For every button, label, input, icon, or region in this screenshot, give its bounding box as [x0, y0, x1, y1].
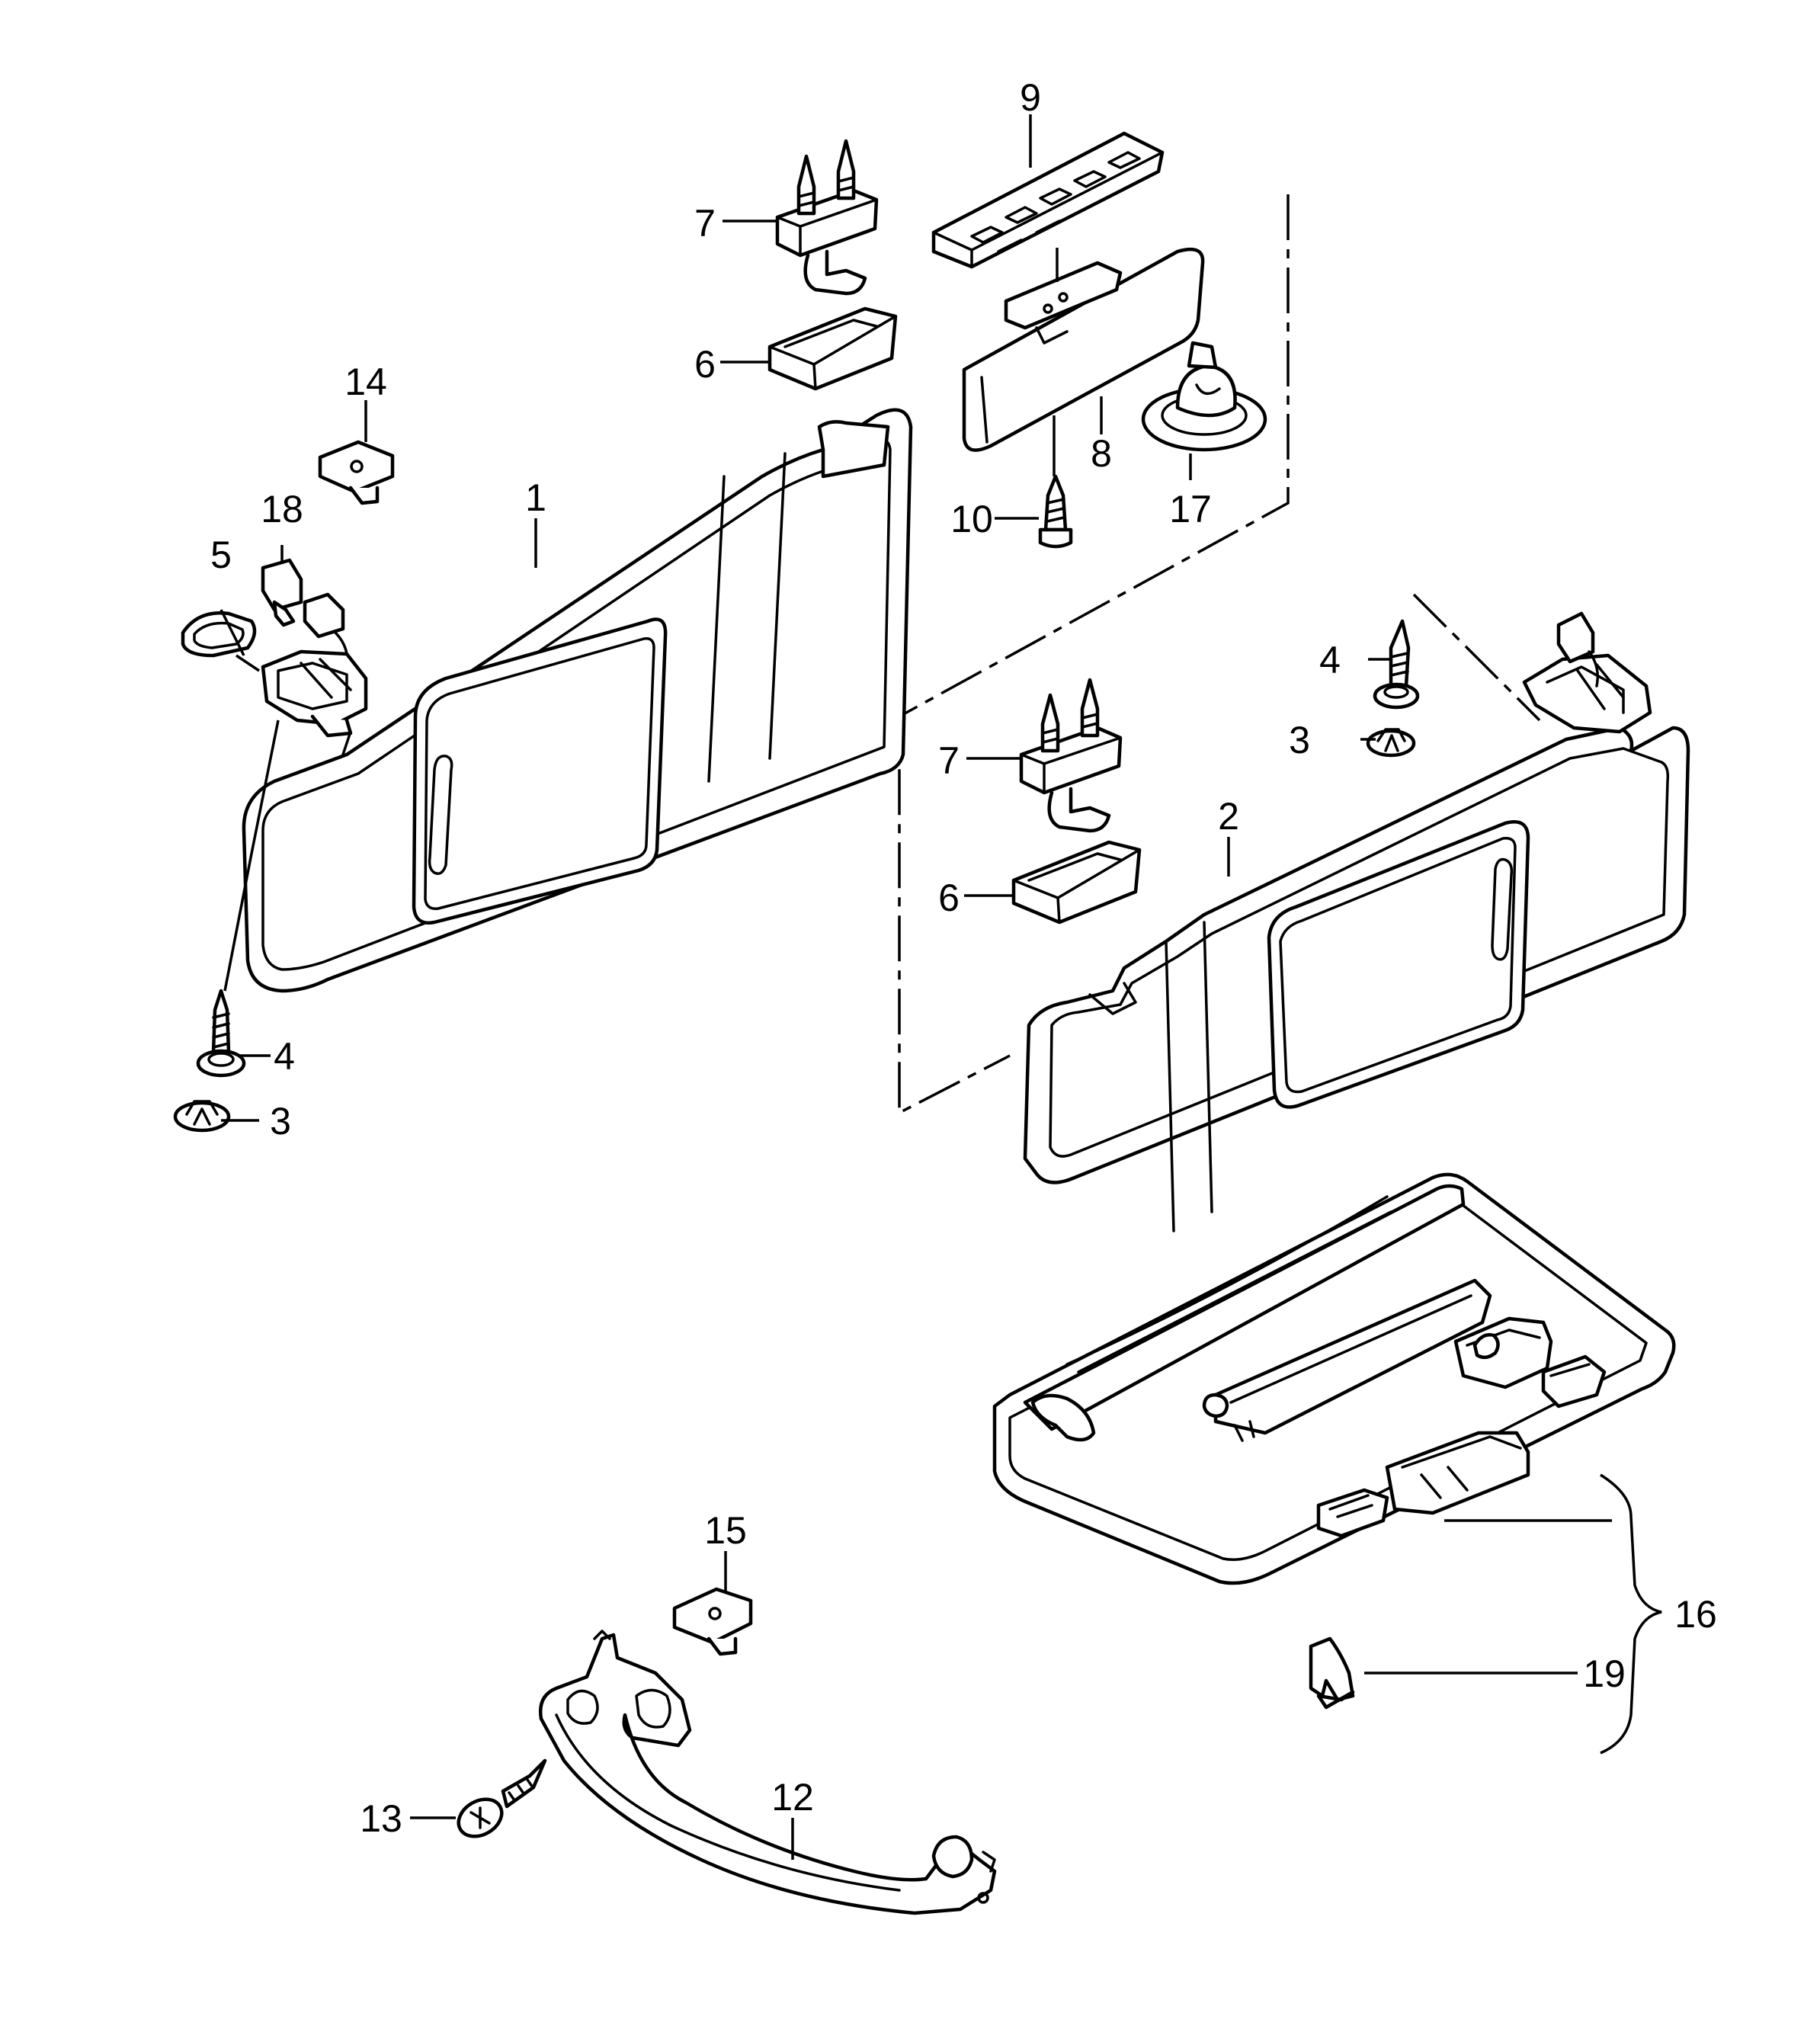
cover-cap[interactable] — [181, 611, 257, 658]
bracket-7-lower[interactable] — [1019, 678, 1123, 833]
screw-10[interactable] — [1038, 474, 1073, 549]
mounting-line-right — [1412, 593, 1541, 722]
callout-4-left: 4 — [274, 1035, 295, 1078]
clip-nut-15[interactable] — [672, 1587, 753, 1656]
sun-visor-right[interactable] — [1023, 726, 1690, 1232]
clip-nut-14[interactable] — [318, 440, 395, 505]
retaining-clip-17[interactable] — [1141, 341, 1267, 452]
sun-visor-left[interactable] — [242, 408, 913, 993]
visor-hinge-left[interactable] — [261, 649, 368, 738]
callout-labels: 1 2 3 3 4 4 5 6 6 7 7 8 9 10 12 13 14 15… — [210, 76, 1717, 1840]
callout-8: 8 — [1091, 432, 1112, 475]
leader-lines — [219, 114, 1612, 1860]
callout-6-lower: 6 — [938, 877, 960, 919]
callout-16: 16 — [1674, 1593, 1717, 1636]
bracket-cover-6-lower[interactable] — [1011, 840, 1142, 925]
bracket-7-top[interactable] — [775, 139, 879, 296]
bracket-16-brace — [1600, 1473, 1662, 1755]
callout-19: 19 — [1583, 1652, 1626, 1695]
callout-10: 10 — [950, 498, 993, 540]
callout-7-top: 7 — [694, 202, 716, 245]
clip-19[interactable] — [1309, 1636, 1355, 1710]
callout-6-top: 6 — [694, 343, 716, 386]
callout-15: 15 — [704, 1509, 747, 1552]
callout-4-right: 4 — [1319, 639, 1341, 681]
callout-18: 18 — [261, 488, 303, 530]
callout-9: 9 — [1020, 76, 1041, 119]
callout-3-left: 3 — [270, 1100, 291, 1143]
bracket-cover-6-top[interactable] — [767, 306, 898, 391]
screw-4-right[interactable] — [1373, 619, 1420, 710]
spring-clip-3-right[interactable] — [1366, 728, 1416, 758]
spring-clip-3-left[interactable] — [173, 1100, 231, 1133]
callout-17: 17 — [1169, 488, 1212, 530]
callout-14: 14 — [344, 361, 387, 403]
callout-1: 1 — [525, 476, 546, 519]
callout-7-lower: 7 — [938, 739, 960, 782]
visor-mirror-8[interactable] — [962, 247, 1205, 452]
hinge-to-screw-line — [223, 720, 280, 992]
callout-5: 5 — [210, 534, 232, 576]
callout-2: 2 — [1218, 795, 1239, 838]
screw-13[interactable] — [452, 1758, 547, 1844]
mounting-plate-9[interactable] — [931, 131, 1165, 269]
grab-handle-12[interactable] — [538, 1630, 997, 1915]
callout-13: 13 — [360, 1797, 402, 1840]
callout-3-right: 3 — [1289, 719, 1310, 761]
callout-12: 12 — [771, 1776, 814, 1819]
screw-4-left[interactable] — [196, 989, 246, 1078]
overhead-console-16[interactable] — [992, 1172, 1676, 1585]
visor-hinge-right[interactable] — [1522, 611, 1652, 734]
